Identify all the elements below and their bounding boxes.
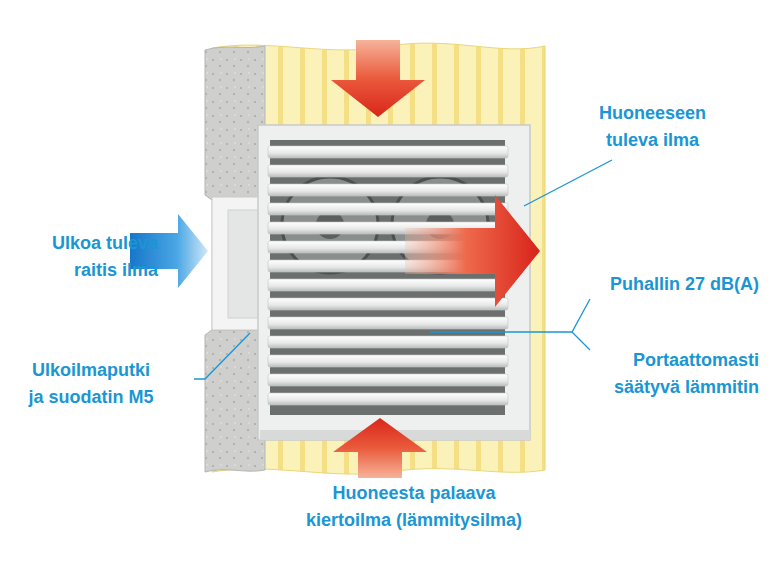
outdoor-pipe (228, 210, 260, 318)
leader-line (430, 299, 590, 332)
callout-label: Portaattomasti säätyvä lämmitin (589, 347, 759, 401)
callout-label: Puhallin 27 dB(A) (577, 271, 759, 298)
louver-slat (268, 374, 508, 386)
louver-slat (268, 279, 508, 291)
leader-line (524, 160, 612, 206)
louver-slat (268, 165, 508, 177)
supply-air-arrow (405, 195, 540, 307)
louver-slat (268, 298, 508, 310)
outdoor-pipe-box (212, 197, 264, 330)
wall-concrete (205, 330, 265, 472)
callout-label: Huoneeseen tuleva ilma (590, 100, 715, 154)
louver-slat (268, 393, 508, 405)
louver-slat (268, 317, 508, 329)
callout-label: Ulkoilmaputki ja suodatin M5 (25, 357, 157, 411)
callout-label: Ulkoa tuleva raitis ilma (28, 230, 158, 284)
louver-slat (268, 355, 508, 367)
callout-label: Huoneesta palaava kiertoilma (lämmitysil… (299, 480, 529, 534)
louver-slat (268, 184, 508, 196)
leader-line (572, 332, 590, 350)
grille-frame (258, 125, 530, 440)
return-air-arrow (331, 40, 425, 117)
louver-slat (268, 203, 508, 215)
return-air-arrow (333, 418, 427, 478)
louvers (268, 146, 508, 405)
wall-concrete (205, 46, 265, 200)
leader-line (194, 333, 250, 379)
louver-slat (268, 146, 508, 158)
louver-slat (268, 336, 508, 348)
